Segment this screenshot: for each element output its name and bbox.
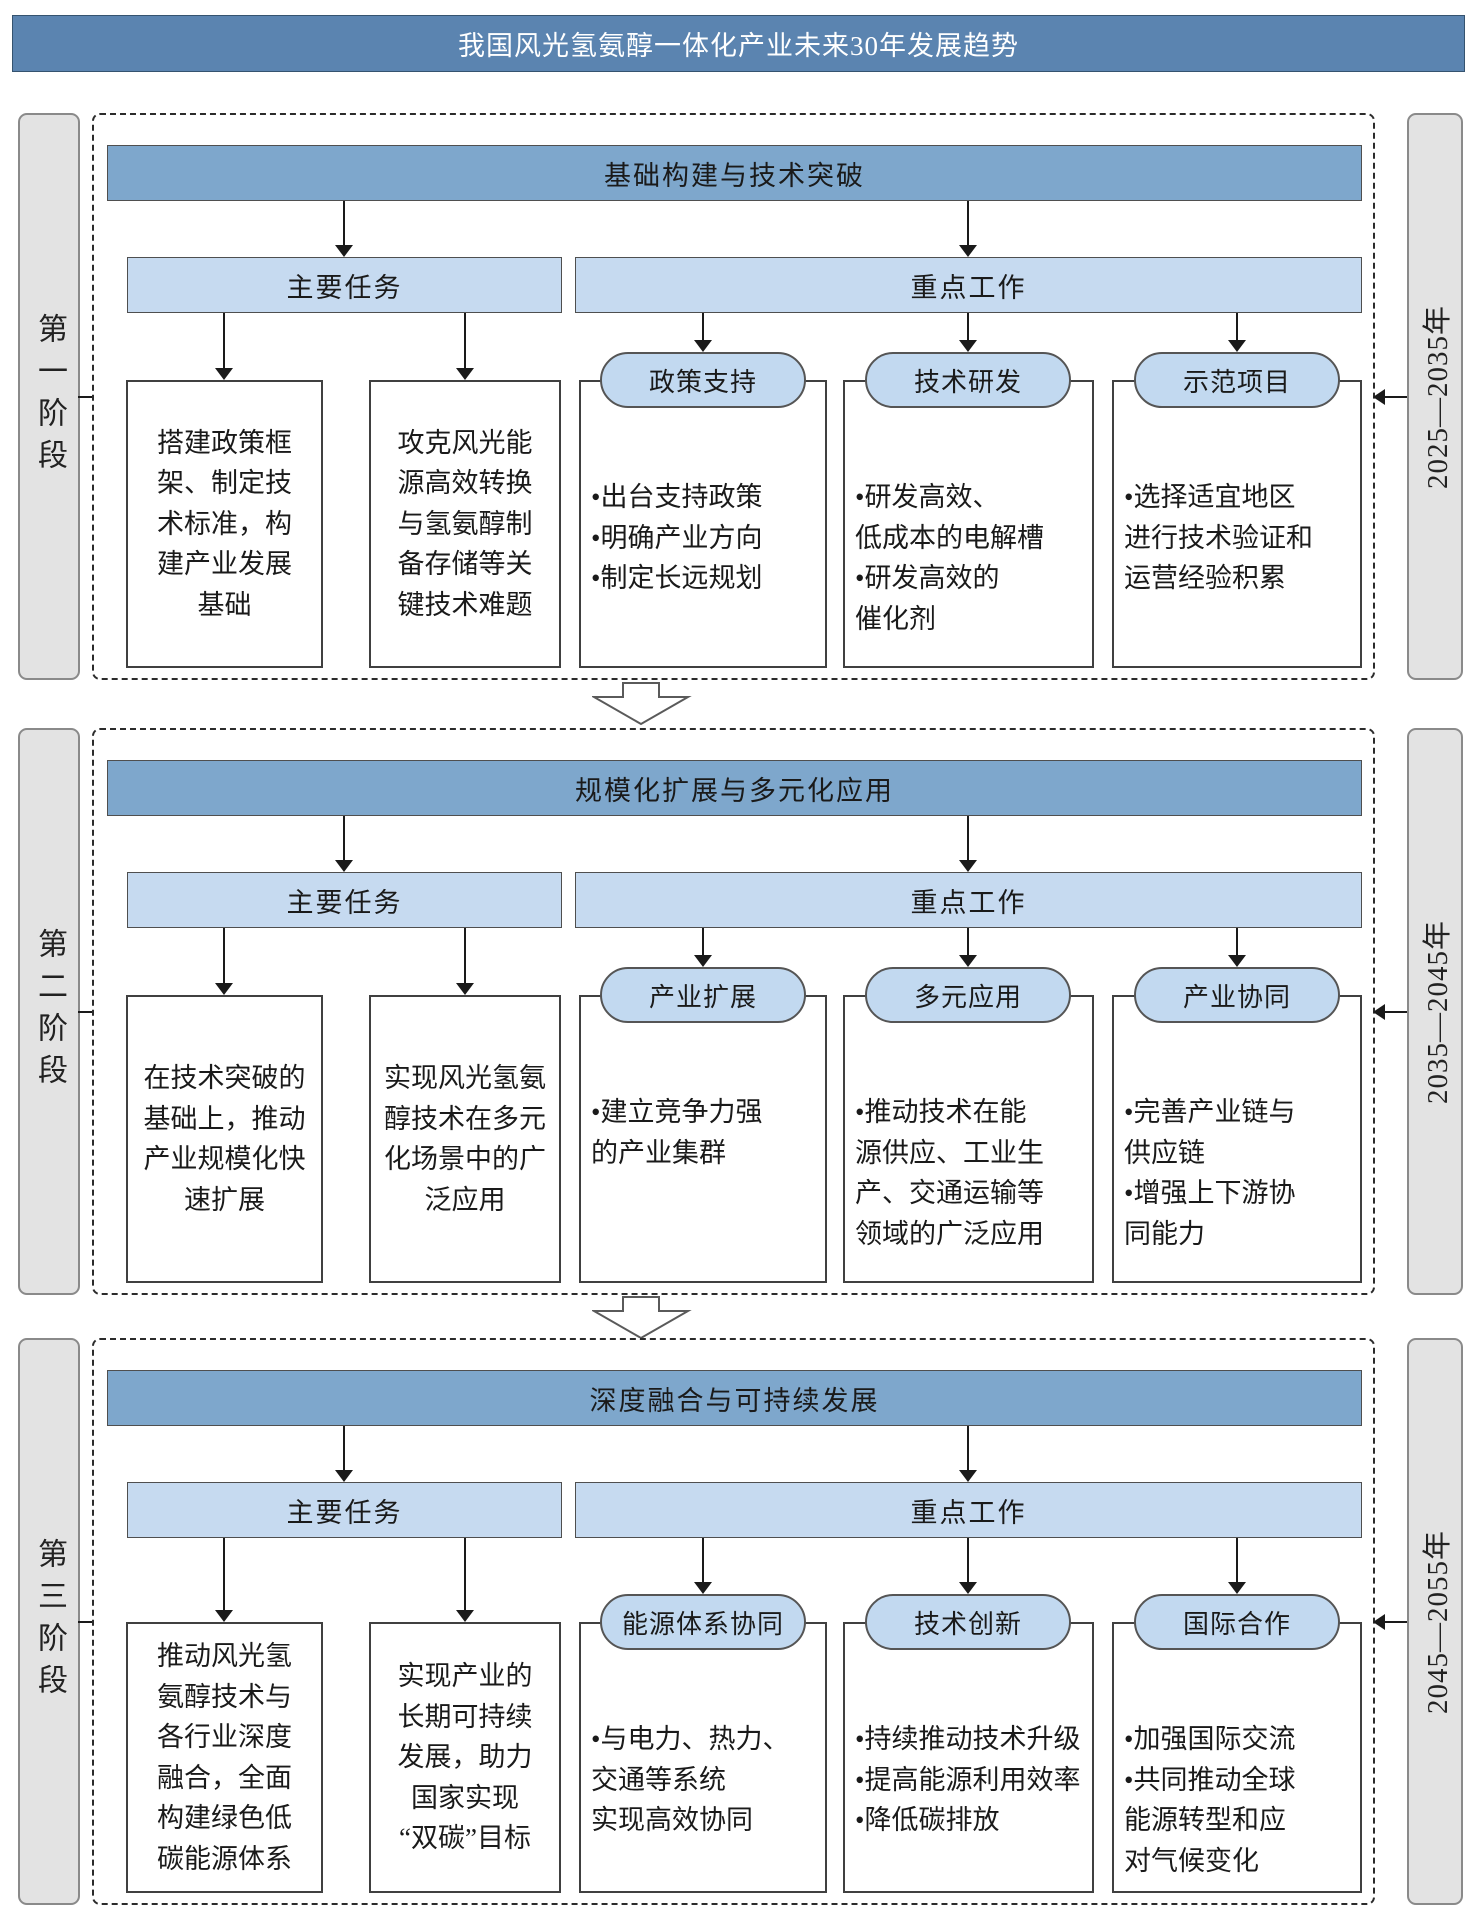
task-box: 搭建政策框 架、制定技 术标准，构 建产业发展 基础	[126, 380, 323, 668]
stage-3: 第三阶段 深度融合与可持续发展 主要任务 重点工作 推动风光氢 氨醇技术与 各行…	[0, 1338, 1477, 1905]
stage-2: 第二阶段 规模化扩展与多元化应用 主要任务 重点工作 在技术突破的 基础上，推动…	[0, 728, 1477, 1295]
tasks-subheader: 主要任务	[127, 1482, 562, 1538]
stage-1-panel: 基础构建与技术突破 主要任务 重点工作 搭建政策框 架、制定技 术标准，构 建产…	[92, 113, 1375, 680]
period-text: 2035—2045年	[1422, 919, 1455, 1104]
stage-2-phase-label: 第二阶段	[18, 728, 80, 1295]
work-pill-label: 技术创新	[865, 1594, 1071, 1650]
work-box-text: •加强国际交流 •共同推动全球 能源转型和应 对气候变化	[1124, 1724, 1296, 1876]
work-box: •研发高效、 低成本的电解槽 •研发高效的 催化剂	[843, 380, 1094, 668]
down-block-arrow-icon	[590, 682, 692, 731]
tasks-subheader: 主要任务	[127, 872, 562, 928]
work-box-text: •出台支持政策 •明确产业方向 •制定长远规划	[591, 482, 763, 593]
stage-3-panel: 深度融合与可持续发展 主要任务 重点工作 推动风光氢 氨醇技术与 各行业深度 融…	[92, 1338, 1375, 1905]
work-box-text: •持续推动技术升级 •提高能源利用效率 •降低碳排放	[855, 1724, 1081, 1835]
work-box: •选择适宜地区 进行技术验证和 运营经验积累	[1112, 380, 1362, 668]
work-box-text: •建立竞争力强 的产业集群	[591, 1097, 763, 1168]
stage-3-phase-label: 第三阶段	[18, 1338, 80, 1905]
work-box-text: •研发高效、 低成本的电解槽 •研发高效的 催化剂	[855, 482, 1044, 634]
work-box: •建立竞争力强 的产业集群	[579, 995, 827, 1283]
stage-3-period-label: 2045—2055年	[1407, 1338, 1463, 1905]
stage-1: 第一阶段 基础构建与技术突破 主要任务 重点工作 搭建政策框 架、制定技 术标准…	[0, 113, 1477, 680]
stage-2-panel: 规模化扩展与多元化应用 主要任务 重点工作 在技术突破的 基础上，推动 产业规模…	[92, 728, 1375, 1295]
period-text: 2025—2035年	[1422, 304, 1455, 489]
work-box: •与电力、热力、 交通等系统 实现高效协同	[579, 1622, 827, 1893]
works-subheader: 重点工作	[575, 257, 1362, 313]
left-arrow-icon	[1373, 1003, 1407, 1020]
work-pill-label: 能源体系协同	[600, 1594, 806, 1650]
phase-text: 第一阶段	[33, 312, 66, 481]
stage-1-header: 基础构建与技术突破	[107, 145, 1362, 201]
work-box-text: •与电力、热力、 交通等系统 实现高效协同	[591, 1724, 790, 1835]
phase-text: 第二阶段	[33, 927, 66, 1096]
work-pill-label: 国际合作	[1134, 1594, 1340, 1650]
work-pill-label: 多元应用	[865, 967, 1071, 1023]
work-box-text: •选择适宜地区 进行技术验证和 运营经验积累	[1124, 482, 1313, 593]
down-block-arrow-icon	[590, 1296, 692, 1345]
stage-2-header: 规模化扩展与多元化应用	[107, 760, 1362, 816]
work-box: •推动技术在能 源供应、工业生 产、交通运输等 领域的广泛应用	[843, 995, 1094, 1283]
work-pill-label: 示范项目	[1134, 352, 1340, 408]
stage-1-phase-label: 第一阶段	[18, 113, 80, 680]
work-box: •完善产业链与 供应链 •增强上下游协 同能力	[1112, 995, 1362, 1283]
work-pill-label: 技术研发	[865, 352, 1071, 408]
diagram-title: 我国风光氢氨醇一体化产业未来30年发展趋势	[12, 15, 1465, 72]
phase-text: 第三阶段	[33, 1537, 66, 1706]
works-subheader: 重点工作	[575, 1482, 1362, 1538]
work-box-text: •完善产业链与 供应链 •增强上下游协 同能力	[1124, 1097, 1296, 1249]
tasks-subheader: 主要任务	[127, 257, 562, 313]
stage-1-period-label: 2025—2035年	[1407, 113, 1463, 680]
left-arrow-icon	[1373, 1613, 1407, 1630]
task-box: 推动风光氢 氨醇技术与 各行业深度 融合，全面 构建绿色低 碳能源体系	[126, 1622, 323, 1893]
task-box: 在技术突破的 基础上，推动 产业规模化快 速扩展	[126, 995, 323, 1283]
work-box: •出台支持政策 •明确产业方向 •制定长远规划	[579, 380, 827, 668]
task-box: 实现产业的 长期可持续 发展，助力 国家实现 “双碳”目标	[369, 1622, 561, 1893]
works-subheader: 重点工作	[575, 872, 1362, 928]
left-arrow-icon	[1373, 388, 1407, 405]
task-box: 实现风光氢氨 醇技术在多元 化场景中的广 泛应用	[369, 995, 561, 1283]
work-pill-label: 产业扩展	[600, 967, 806, 1023]
work-pill-label: 政策支持	[600, 352, 806, 408]
stage-2-period-label: 2035—2045年	[1407, 728, 1463, 1295]
period-text: 2045—2055年	[1422, 1529, 1455, 1714]
stage-3-header: 深度融合与可持续发展	[107, 1370, 1362, 1426]
work-box: •持续推动技术升级 •提高能源利用效率 •降低碳排放	[843, 1622, 1094, 1893]
work-pill-label: 产业协同	[1134, 967, 1340, 1023]
task-box: 攻克风光能 源高效转换 与氢氨醇制 备存储等关 键技术难题	[369, 380, 561, 668]
work-box: •加强国际交流 •共同推动全球 能源转型和应 对气候变化	[1112, 1622, 1362, 1893]
work-box-text: •推动技术在能 源供应、工业生 产、交通运输等 领域的广泛应用	[855, 1097, 1044, 1249]
